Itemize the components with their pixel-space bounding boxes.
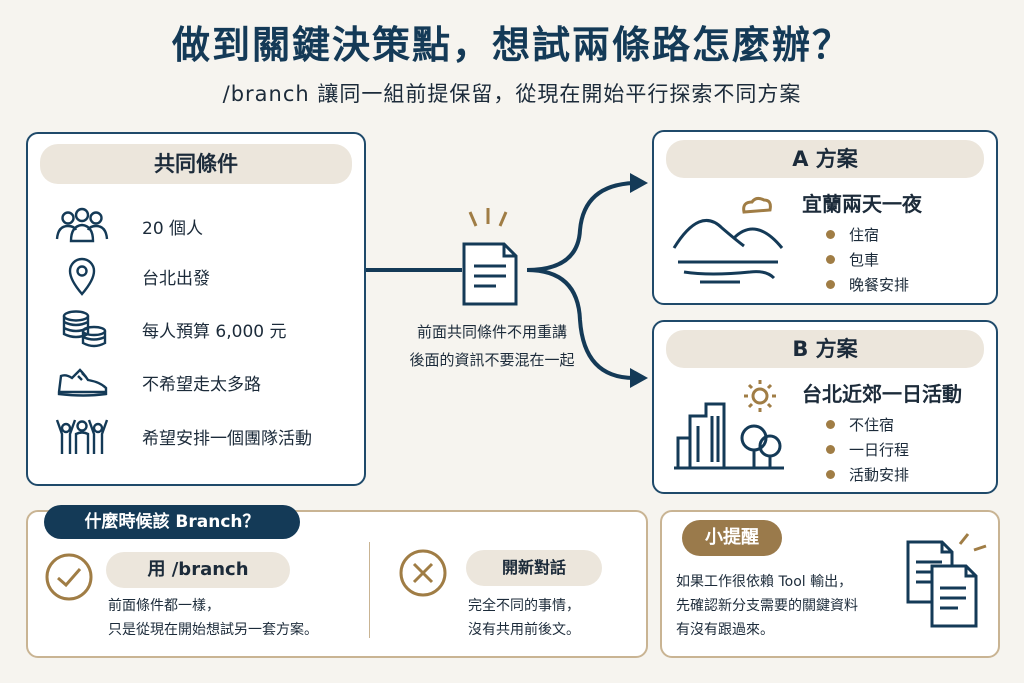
- plan-b-items: 不住宿 一日行程 活動安排: [826, 412, 909, 487]
- list-item: 活動安排: [826, 462, 909, 487]
- cross-icon: [399, 549, 447, 597]
- documents-icon: [906, 533, 987, 628]
- list-item: 晚餐安排: [826, 272, 909, 297]
- location-pin-icon: [68, 257, 96, 296]
- people-icon: [55, 207, 109, 243]
- sneaker-icon: [57, 368, 108, 397]
- use-branch-desc: 前面條件都一樣， 只是從現在開始想試另一套方案。: [108, 598, 318, 638]
- condition-text: 希望安排一個團隊活動: [142, 428, 312, 449]
- use-branch-label: 用 /branch: [106, 552, 290, 588]
- condition-people: 20 個人: [54, 206, 203, 246]
- tip-text: 如果工作很依賴 Tool 輸出， 先確認新分支需要的關鍵資料 有沒有跟過來。: [676, 574, 858, 638]
- new-chat-desc: 完全不同的事情， 沒有共用前後文。: [468, 598, 580, 638]
- list-item: 不住宿: [826, 412, 909, 437]
- plan-a-label: A 方案: [666, 140, 984, 178]
- coins-icon: [62, 310, 107, 348]
- plan-a-panel: A 方案 宜蘭兩天一夜 住宿 包車 晚餐安排: [652, 130, 998, 305]
- condition-text: 每人預算 6,000 元: [142, 321, 287, 342]
- condition-walking: 不希望走太多路: [54, 362, 261, 402]
- middle-note: 前面共同條件不用重講 後面的資訊不要混在一起: [380, 318, 604, 374]
- mountain-lake-icon: [672, 196, 784, 284]
- middle-line-1: 前面共同條件不用重講: [416, 323, 567, 341]
- condition-location: 台北出發: [54, 256, 210, 296]
- tip-heading: 小提醒: [682, 520, 782, 556]
- condition-team-activity: 希望安排一個團隊活動: [54, 416, 312, 456]
- condition-text: 20 個人: [142, 218, 204, 239]
- common-conditions-panel: 共同條件 20 個人 台北出發 每人預算 6,000 元 不希望走太多路 希望安…: [26, 132, 366, 486]
- condition-text: 不希望走太多路: [142, 374, 261, 395]
- middle-line-2: 後面的資訊不要混在一起: [409, 351, 575, 369]
- list-item: 一日行程: [826, 437, 909, 462]
- city-park-icon: [674, 380, 784, 470]
- plan-b-panel: B 方案 台北近郊一日活動 不住宿 一日行程 活動安排: [652, 320, 998, 494]
- plan-b-title: 台北近郊一日活動: [802, 382, 962, 406]
- list-item: 包車: [826, 247, 909, 272]
- page-title: 做到關鍵決策點，想試兩條路怎麼辦？: [171, 23, 852, 67]
- document-icon: [462, 208, 518, 306]
- new-chat-label: 開新對話: [466, 550, 602, 586]
- page-subtitle: /branch 讓同一組前提保留，從現在開始平行探索不同方案: [222, 82, 802, 106]
- condition-text: 台北出發: [142, 268, 210, 289]
- divider: [369, 542, 370, 638]
- plan-b-label: B 方案: [666, 330, 984, 368]
- when-to-branch-heading: 什麼時候該 Branch？: [44, 505, 300, 539]
- plan-a-items: 住宿 包車 晚餐安排: [826, 222, 909, 297]
- plan-a-title: 宜蘭兩天一夜: [802, 192, 922, 216]
- team-cheer-icon: [55, 419, 109, 454]
- list-item: 住宿: [826, 222, 909, 247]
- check-icon: [45, 553, 93, 601]
- conditions-heading: 共同條件: [40, 144, 352, 184]
- condition-budget: 每人預算 6,000 元: [54, 309, 286, 349]
